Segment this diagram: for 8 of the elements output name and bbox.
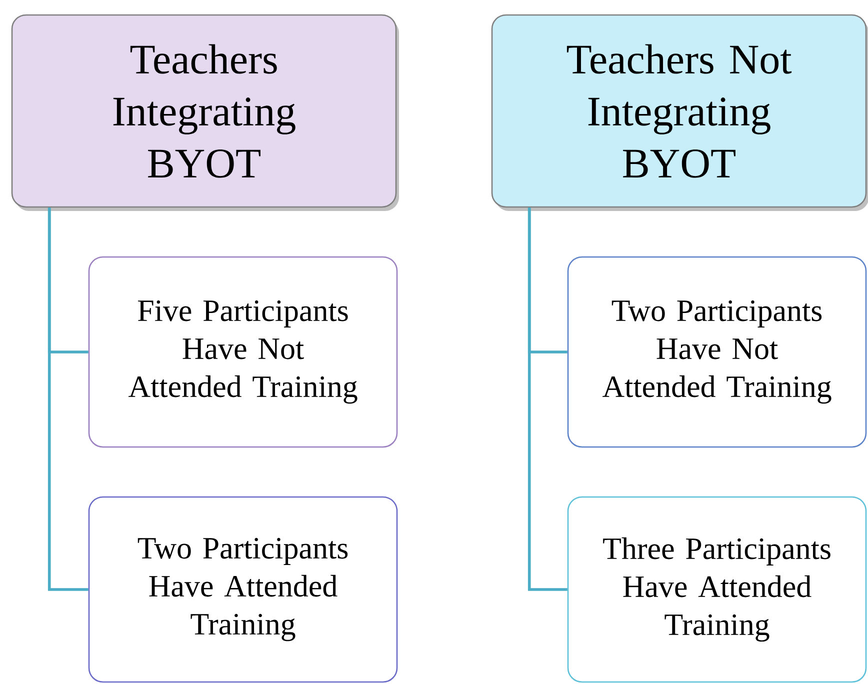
category-box: Teachers Integrating BYOT: [11, 14, 397, 208]
group-box: Five Participants Have Not Attended Training: [88, 256, 398, 448]
connector-line: [528, 208, 568, 591]
category-box: Teachers Not Integrating BYOT: [491, 14, 867, 208]
connector-line: [48, 208, 88, 591]
group-box: Two Participants Have Attended Training: [88, 496, 398, 683]
group-box: Three Participants Have Attended Training: [567, 496, 867, 683]
group-box: Two Participants Have Not Attended Training: [567, 256, 867, 448]
